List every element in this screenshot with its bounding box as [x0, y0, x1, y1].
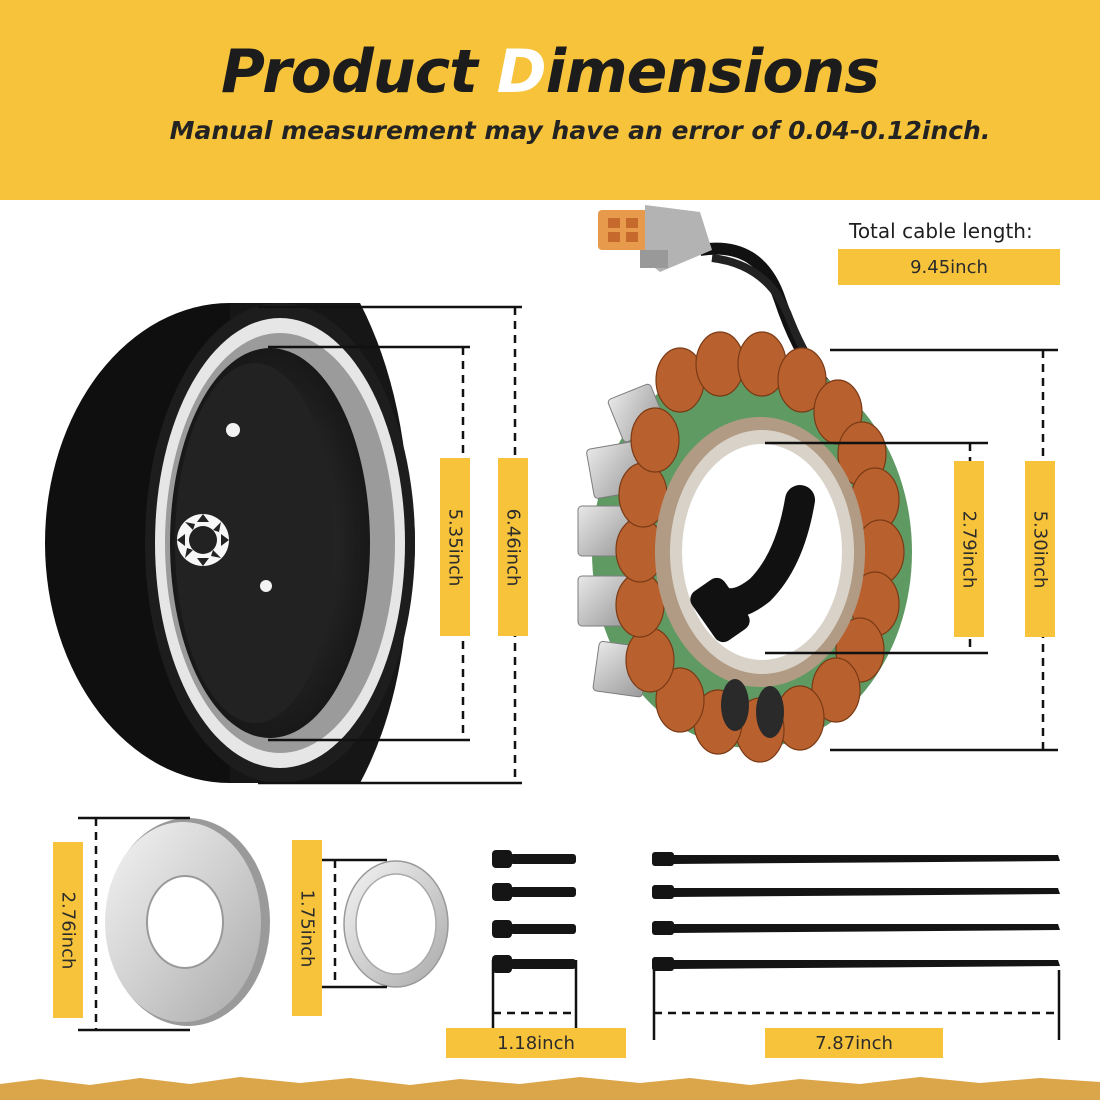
small-washer-diameter-value: 1.75inch — [296, 889, 318, 967]
cable-length-label: Total cable length: — [849, 219, 1033, 243]
small-washer-diameter-tag: 1.75inch — [292, 840, 322, 1016]
title-highlight-letter: D — [496, 37, 547, 107]
flywheel-inner-diameter-tag: 5.35inch — [440, 458, 470, 636]
flywheel-image — [45, 303, 415, 783]
flywheel-inner-diameter-value: 5.35inch — [444, 508, 466, 586]
cable-ties-image — [652, 852, 1060, 971]
bottom-torn-edge — [0, 1077, 1100, 1100]
cable-length-value: 9.45inch — [910, 256, 988, 278]
flywheel-outer-diameter-value: 6.46inch — [502, 508, 524, 586]
stator-outer-diameter-value: 5.30inch — [1029, 510, 1051, 588]
stator-inner-diameter-tag: 2.79inch — [954, 461, 984, 637]
large-washer-image — [105, 818, 270, 1026]
large-washer-diameter-value: 2.76inch — [57, 891, 79, 969]
small-washer-dimension-lines — [320, 858, 387, 989]
small-washer-image — [343, 860, 449, 988]
large-washer-dimension-lines — [78, 816, 190, 1032]
cable-tie-length-value: 7.87inch — [815, 1032, 893, 1054]
bolts-dimension-lines — [491, 960, 578, 1030]
header-banner — [0, 0, 1100, 200]
stator-outer-diameter-tag: 5.30inch — [1025, 461, 1055, 637]
cable-ties-dimension-lines — [652, 970, 1061, 1040]
flywheel-outer-diameter-tag: 6.46inch — [498, 458, 528, 636]
large-washer-diameter-tag: 2.76inch — [53, 842, 83, 1018]
page-subtitle: Manual measurement may have an error of … — [169, 116, 991, 145]
cable-tie-length-tag: 7.87inch — [765, 1028, 943, 1058]
stator-inner-diameter-value: 2.79inch — [958, 510, 980, 588]
bolt-length-tag: 1.18inch — [446, 1028, 626, 1058]
banner-torn-edge — [0, 175, 1100, 199]
bolts-image — [492, 850, 576, 973]
plug-connector-image — [598, 205, 712, 272]
page-title: Product Dimensions — [221, 37, 880, 107]
stator-image — [577, 331, 912, 763]
bolt-length-value: 1.18inch — [497, 1032, 575, 1054]
cable-length-tag: 9.45inch — [838, 249, 1060, 285]
